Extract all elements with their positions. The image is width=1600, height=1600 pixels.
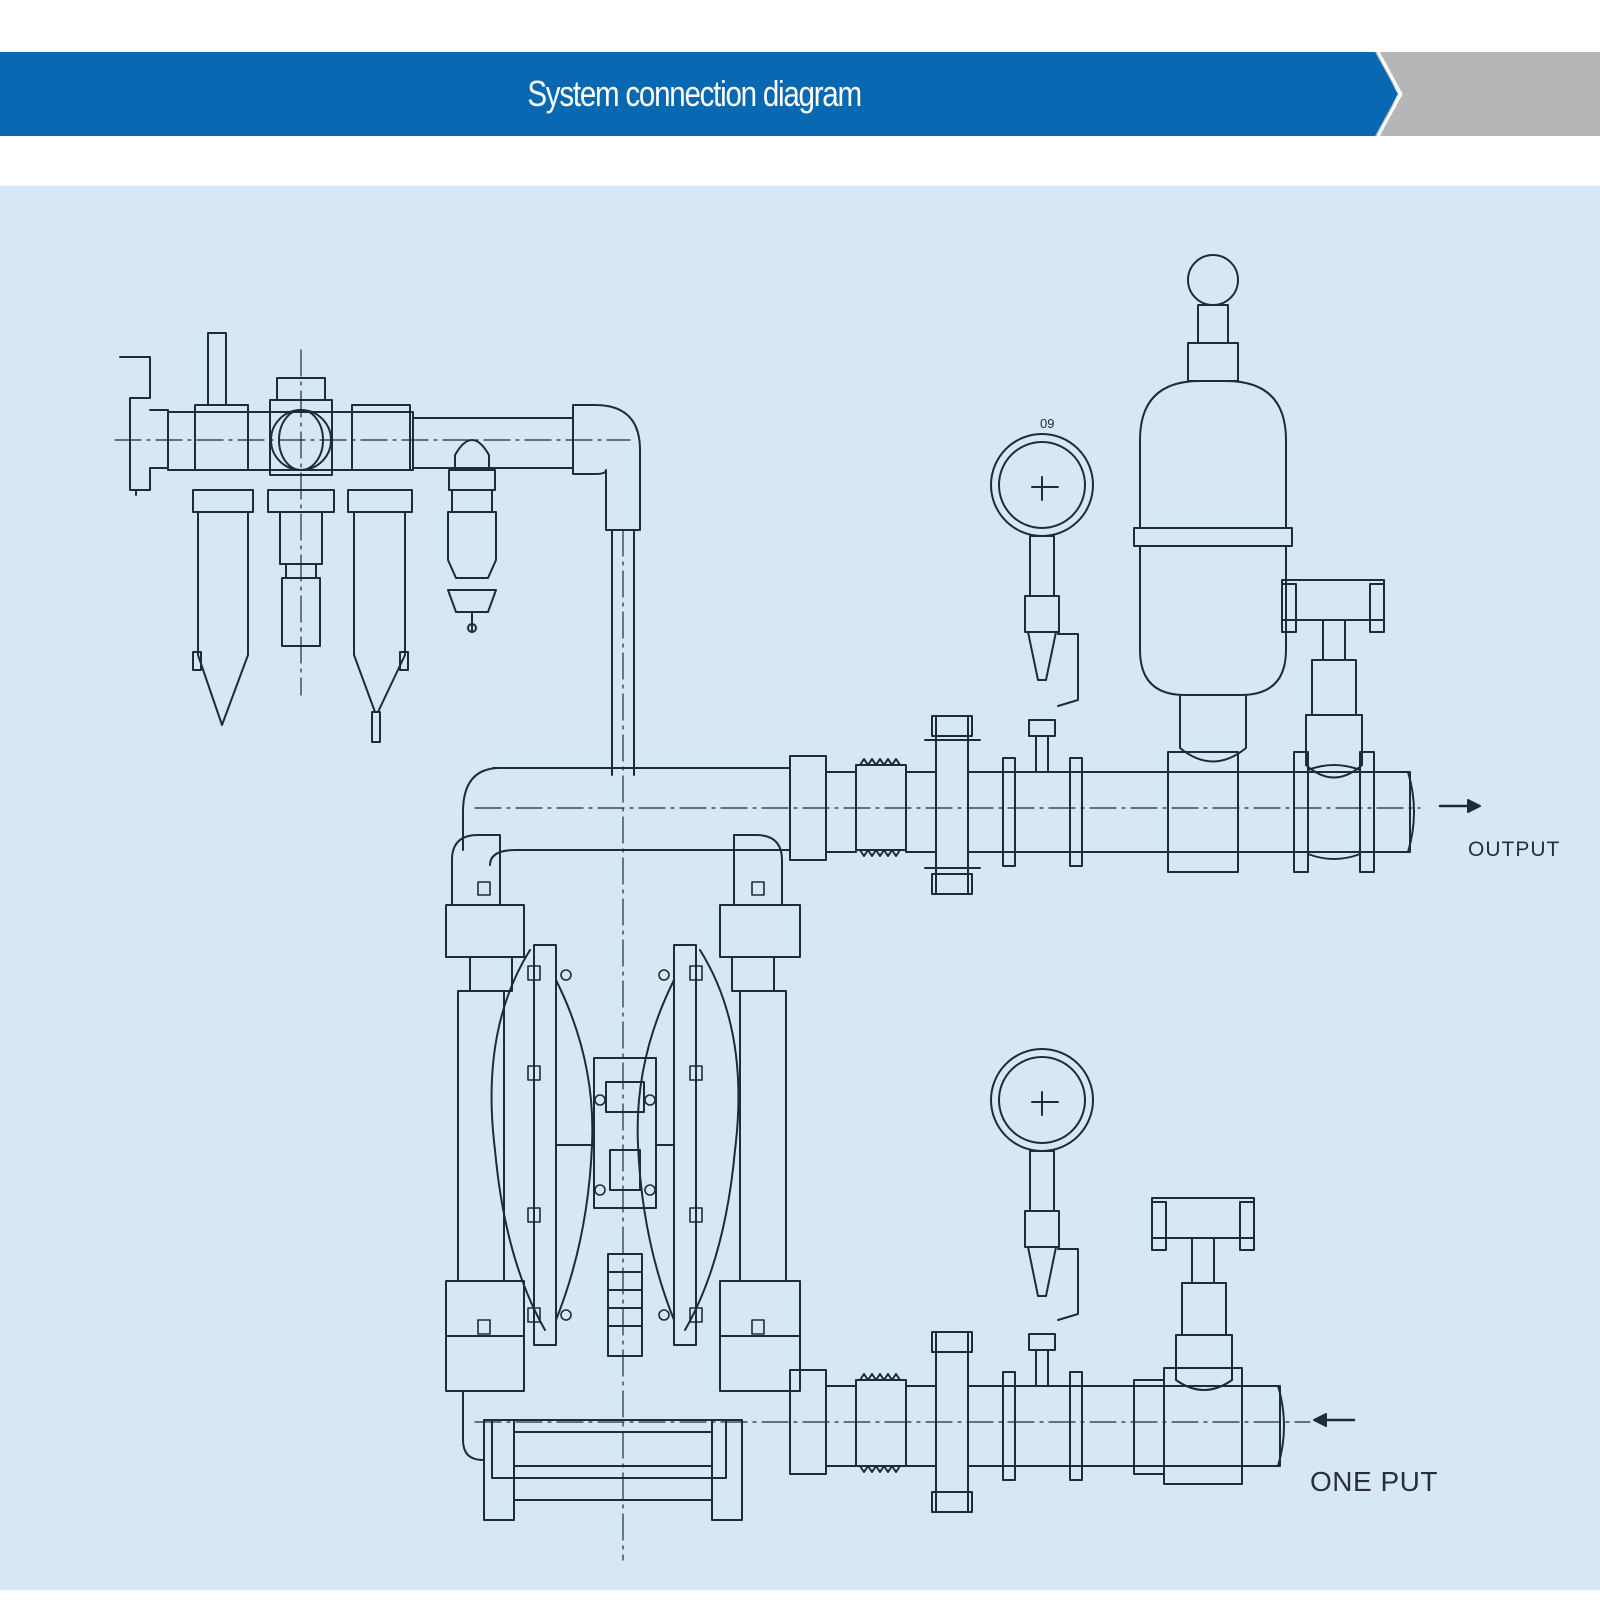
output-label: OUTPUT: [1468, 838, 1561, 861]
pressure-gauge-icon: [990, 1048, 1094, 1387]
banner-shape: [0, 52, 1600, 136]
air-treatment-unit: [114, 332, 641, 1561]
page-title: System connection diagram: [527, 73, 862, 114]
outlet-manifold: [462, 715, 1421, 895]
title-banner: System connection diagram: [0, 52, 1600, 136]
inlet-valve: [1151, 1197, 1255, 1391]
pressure-gauge-icon: 09: [990, 416, 1094, 773]
flow-arrow-right-icon: [1438, 799, 1481, 813]
outlet-valve: [1281, 579, 1385, 779]
diaphragm-pump: [445, 834, 801, 1521]
svg-text:09: 09: [1040, 416, 1054, 431]
flow-arrow-left-icon: [1313, 1413, 1356, 1427]
input-label: ONE PUT: [1310, 1466, 1438, 1497]
pulsation-damper: [1133, 254, 1293, 763]
inlet-manifold: [462, 1331, 1311, 1513]
